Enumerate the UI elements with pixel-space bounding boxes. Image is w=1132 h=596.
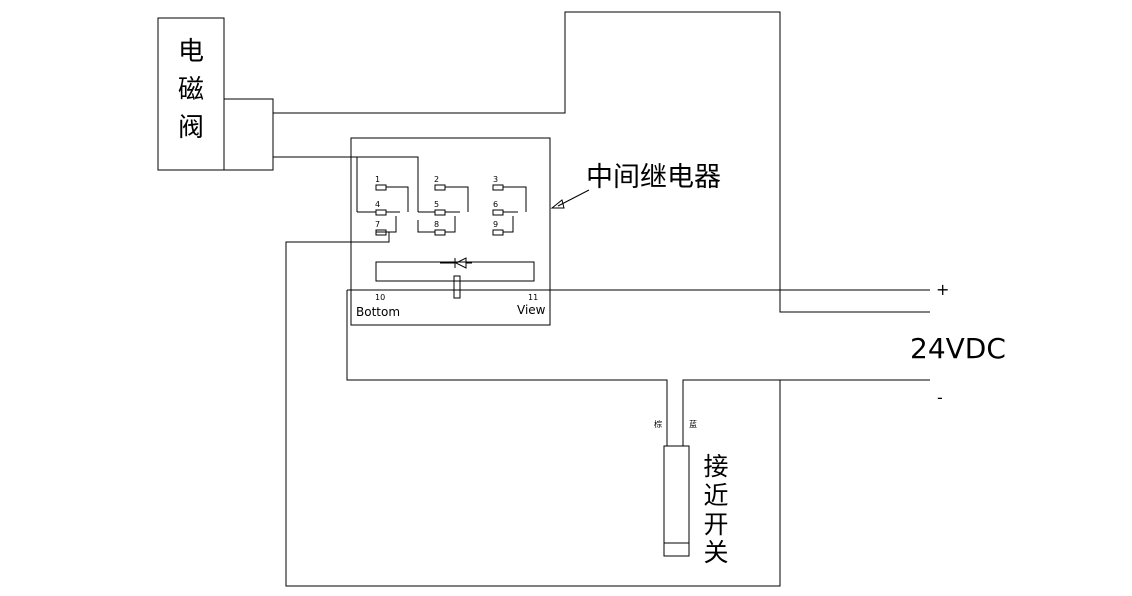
proximity-switch-char-3: 开	[703, 510, 728, 539]
proximity-switch-body	[663, 445, 690, 557]
relay-pin-label-11: 11	[528, 293, 538, 302]
relay-base	[350, 137, 551, 326]
proximity-switch: 棕 蓝 接 近 开 关	[654, 419, 729, 567]
relay-internal-wire-1	[356, 156, 418, 212]
relay-pin-label-1: 1	[375, 175, 380, 184]
relay-pin-label-6: 6	[493, 200, 498, 209]
proximity-switch-char-4: 关	[703, 538, 728, 567]
wire-switch-blue	[682, 379, 780, 446]
solenoid-valve-char-3: 阀	[178, 113, 204, 143]
relay-pin-9	[492, 229, 504, 236]
relay-pin-label-5: 5	[434, 200, 439, 209]
wire-relay-to-switch-loop	[285, 232, 930, 587]
relay-pin-3	[492, 184, 504, 191]
relay-contact-line	[386, 186, 409, 212]
relay-pin-label-2: 2	[434, 175, 439, 184]
relay-callout: 中间继电器	[550, 162, 721, 209]
power-plus-label: +	[936, 280, 949, 299]
relay-view-right: View	[517, 303, 546, 317]
relay-contact-line	[445, 186, 469, 212]
relay-contact-line	[503, 186, 527, 212]
relay-contact-line	[445, 216, 456, 233]
relay-pin-4	[375, 209, 387, 216]
relay-coil-terminal	[453, 275, 461, 299]
solenoid-valve-body	[157, 17, 225, 171]
power-voltage-label: 24VDC	[910, 332, 1006, 365]
relay: 1 2 3 4 5 6 7 8 9 10 11 Bottom View	[350, 137, 551, 326]
relay-pin-label-10: 10	[375, 293, 385, 302]
relay-pin-label-3: 3	[493, 175, 498, 184]
relay-view-left: Bottom	[356, 305, 400, 319]
arrow-icon	[550, 199, 565, 209]
relay-pin-label-8: 8	[434, 220, 439, 229]
power-minus-label: -	[937, 388, 943, 407]
solenoid-valve-char-1: 电	[178, 37, 204, 67]
wire-blue-label: 蓝	[689, 419, 697, 429]
wire-valve-to-relay	[273, 156, 419, 212]
relay-pin-label-7: 7	[375, 220, 380, 229]
relay-pin-label-4: 4	[375, 200, 380, 209]
proximity-switch-char-2: 近	[703, 481, 728, 510]
relay-contacts	[357, 184, 527, 236]
relay-contact-line	[386, 216, 397, 233]
wires	[273, 11, 930, 587]
diode-icon	[440, 257, 472, 269]
relay-pin-label-9: 9	[493, 220, 498, 229]
relay-pin-5	[434, 209, 446, 216]
wire-brown-label: 棕	[654, 419, 662, 429]
proximity-switch-char-1: 接	[703, 452, 728, 481]
solenoid-valve: 电 磁 阀	[157, 17, 274, 171]
relay-pin-1	[375, 184, 387, 191]
wire-coil-to-switch-brown	[346, 290, 668, 446]
relay-pin-2	[434, 184, 446, 191]
relay-contact-line	[417, 220, 435, 233]
relay-pin-6	[492, 209, 504, 216]
relay-label: 中间继电器	[586, 162, 721, 193]
solenoid-valve-connector	[223, 98, 274, 171]
wire-valve-to-plus	[273, 11, 930, 313]
relay-pin-8	[434, 229, 446, 236]
relay-contact-line	[503, 216, 514, 233]
solenoid-valve-char-2: 磁	[178, 75, 204, 105]
